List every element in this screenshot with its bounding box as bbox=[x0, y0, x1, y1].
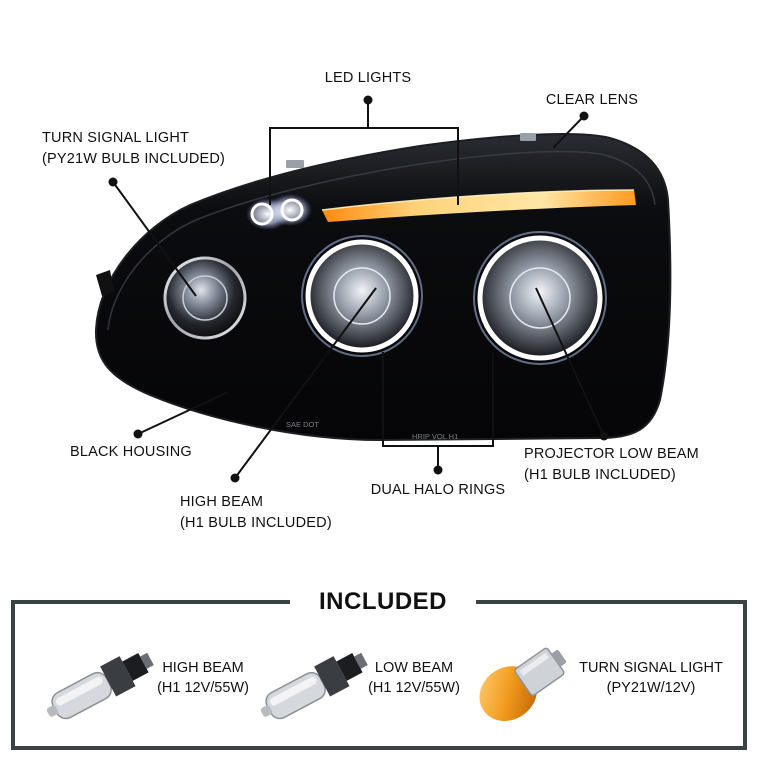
included-low-beam-name: LOW BEAM bbox=[374, 660, 454, 676]
lens-marking-2: HRIP VOL H1 bbox=[412, 432, 458, 441]
callout-dots bbox=[108, 95, 609, 483]
callout-dual-halo-rings: DUAL HALO RINGS bbox=[370, 482, 506, 498]
included-turn-signal-name: TURN SIGNAL LIGHT bbox=[579, 660, 723, 676]
included-high-beam: HIGH BEAM (H1 12V/55W) bbox=[146, 658, 260, 698]
included-title: INCLUDED bbox=[290, 584, 476, 620]
high-beam-halo bbox=[301, 235, 423, 357]
callout-black-housing: BLACK HOUSING bbox=[70, 444, 192, 460]
included-low-beam-spec: (H1 12V/55W) bbox=[368, 680, 460, 696]
included-low-beam: LOW BEAM (H1 12V/55W) bbox=[356, 658, 472, 698]
included-high-beam-name: HIGH BEAM bbox=[162, 660, 244, 676]
lens-marking-1: SAE DOT bbox=[286, 420, 319, 429]
callout-projector-low-beam: PROJECTOR LOW BEAM (H1 BULB INCLUDED) bbox=[524, 446, 699, 483]
callout-led-lights: LED LIGHTS bbox=[324, 70, 412, 86]
callout-clear-lens: CLEAR LENS bbox=[545, 92, 639, 108]
led-white-lights bbox=[246, 194, 312, 230]
included-high-beam-spec: (H1 12V/55W) bbox=[157, 680, 249, 696]
callout-high-beam: HIGH BEAM (H1 BULB INCLUDED) bbox=[180, 494, 332, 531]
callout-turn-signal: TURN SIGNAL LIGHT (PY21W BULB INCLUDED) bbox=[42, 130, 226, 167]
turn-signal-lens bbox=[163, 256, 247, 340]
led-amber-strip bbox=[321, 189, 636, 222]
lens-markings: SAE DOT HRIP VOL H1 bbox=[286, 420, 458, 441]
included-turn-signal-spec: (PY21W/12V) bbox=[606, 680, 696, 696]
included-turn-signal: TURN SIGNAL LIGHT (PY21W/12V) bbox=[566, 658, 736, 698]
